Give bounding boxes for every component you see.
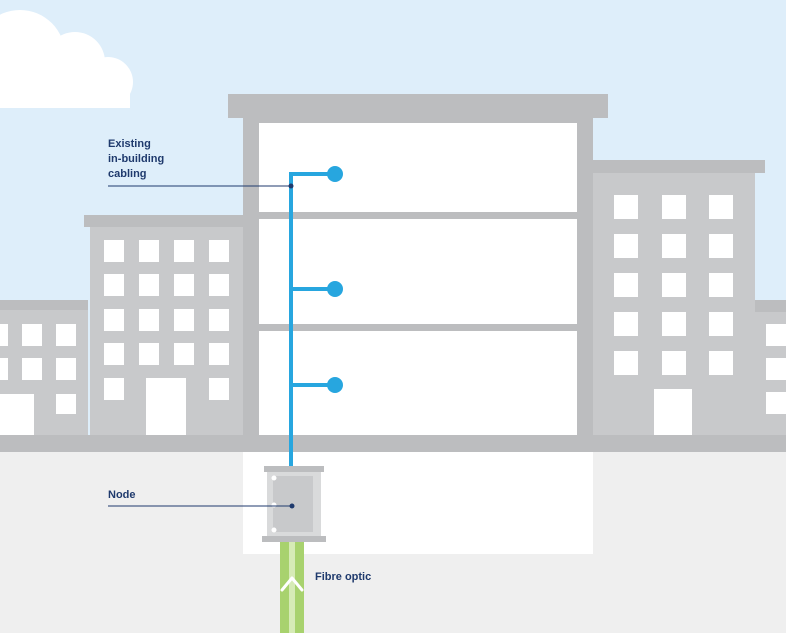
cabling-label-line-2: in-building xyxy=(108,153,165,165)
ground-line xyxy=(0,435,786,452)
cabling-pointer-dot xyxy=(288,183,294,189)
cabling-label-line-3: cabling xyxy=(108,168,147,180)
cabling-label-line-1: Existing xyxy=(108,138,151,150)
building-left xyxy=(84,215,244,438)
cabling-endpoint xyxy=(327,166,343,182)
cabling-endpoint xyxy=(327,377,343,393)
node-label: Node xyxy=(108,489,136,501)
node-pointer-dot xyxy=(289,503,295,509)
building-right-far xyxy=(748,300,786,438)
floor-3 xyxy=(259,123,577,212)
floor-2 xyxy=(259,219,577,324)
leader-lines xyxy=(108,185,292,507)
main-building xyxy=(228,94,608,438)
cloud-icon xyxy=(0,10,133,108)
node-cabinet-icon xyxy=(262,466,326,542)
building-left-far xyxy=(0,300,88,438)
in-building-cabling xyxy=(289,172,334,468)
arrow-up-icon xyxy=(280,576,304,592)
cabling-label: Existing in-building cabling xyxy=(108,137,164,182)
cabling-endpoint xyxy=(327,281,343,297)
fibre-optic-line xyxy=(280,542,304,633)
building-right xyxy=(590,160,765,438)
fibre-optic-label: Fibre optic xyxy=(315,571,372,583)
